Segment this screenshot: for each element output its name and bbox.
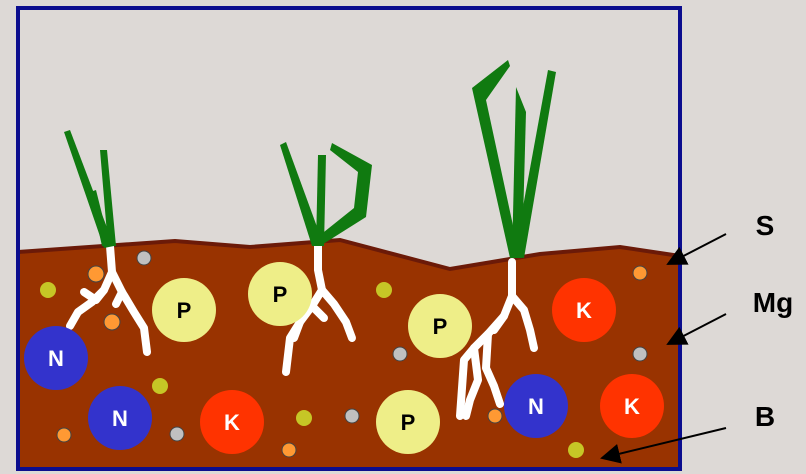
nutrient-k-2: K [552,278,616,342]
orange-particle [282,443,296,457]
callout-label-mg: Mg [753,287,793,318]
nutrient-label: K [624,394,640,419]
green-particle [376,282,392,298]
orange-particle [57,428,71,442]
orange-particle [88,266,104,282]
green-particle [568,442,584,458]
root-plant-2-branch-3 [294,322,300,338]
nutrient-n-1: N [24,326,88,390]
orange-particle [633,266,647,280]
nutrient-k-3: K [600,374,664,438]
nutrient-label: P [401,410,416,435]
nutrient-label: P [177,298,192,323]
nutrient-label: K [224,410,240,435]
nutrient-p-1: P [152,278,216,342]
orange-particle [104,314,120,330]
nutrient-label: P [273,282,288,307]
gray-particle [170,427,184,441]
nutrient-p-3: P [408,294,472,358]
orange-particle [488,409,502,423]
green-particle [40,282,56,298]
gray-particle [633,347,647,361]
nutrient-label: N [528,394,544,419]
nutrient-n-3: N [504,374,568,438]
callout-label-s: S [756,210,775,241]
root-plant-1-branch-3 [116,292,122,304]
callout-label-b: B [755,401,775,432]
gray-particle [393,347,407,361]
plant-shoots [64,60,556,258]
gray-particle [137,251,151,265]
nutrient-label: P [433,314,448,339]
nutrient-n-2: N [88,386,152,450]
gray-particle [345,409,359,423]
callout-arrow-s [668,234,726,264]
nutrient-p-2: P [248,262,312,326]
nutrient-label: K [576,298,592,323]
nutrient-p-4: P [376,390,440,454]
nutrient-label: N [48,346,64,371]
nutrient-label: N [112,406,128,431]
green-particle [152,378,168,394]
nutrient-k-1: K [200,390,264,454]
green-particle [296,410,312,426]
